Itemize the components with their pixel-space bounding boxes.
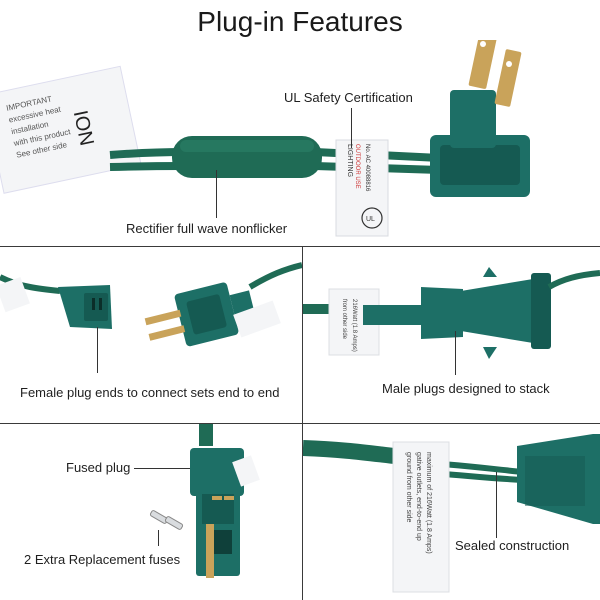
leader-fuses bbox=[158, 530, 159, 546]
label-sealed-construction: Sealed construction bbox=[455, 538, 570, 553]
sealed-plug-photo: ground from other side gative outlets, e… bbox=[303, 434, 600, 593]
leader-female bbox=[97, 327, 98, 373]
spare-fuses bbox=[149, 510, 184, 530]
svg-text:gative outlets, end-to-end up: gative outlets, end-to-end up bbox=[415, 452, 422, 541]
caution-tag: ION IMPORTANT excessive heat installatio… bbox=[0, 65, 142, 194]
label-replacement-fuses: 2 Extra Replacement fuses bbox=[24, 552, 181, 567]
ul-tag: LIGHTING OUTDOOR USE No. AC 40088816 UL bbox=[335, 139, 389, 237]
divider-middle bbox=[0, 423, 600, 424]
panel-top: ION IMPORTANT excessive heat installatio… bbox=[0, 40, 600, 246]
panel-fused-plug: Fused plug 2 Extra Replacement fuses bbox=[0, 424, 302, 600]
divider-vertical bbox=[302, 247, 303, 600]
divider-top bbox=[0, 246, 600, 247]
svg-text:ground from other side: ground from other side bbox=[405, 452, 412, 523]
male-plug-mid bbox=[144, 282, 256, 347]
leader-male bbox=[455, 331, 456, 375]
label-rectifier: Rectifier full wave nonflicker bbox=[126, 221, 288, 236]
svg-text:maximum of 216Watt (1.8 Amps): maximum of 216Watt (1.8 Amps) bbox=[425, 452, 432, 554]
svg-text:216Watt (1.8 Amps): 216Watt (1.8 Amps) bbox=[351, 299, 357, 352]
label-ul-certification: UL Safety Certification bbox=[284, 90, 413, 105]
fused-plug-photo bbox=[149, 424, 260, 578]
panel-male-stack: from other side 216Watt (1.8 Amps) Male … bbox=[303, 247, 600, 423]
page-title: Plug-in Features bbox=[197, 6, 403, 37]
leader-sealed bbox=[496, 472, 497, 538]
leader-rectifier bbox=[216, 170, 217, 218]
rectifier-cord-photo: ION IMPORTANT excessive heat installatio… bbox=[0, 40, 530, 237]
label-female-plug: Female plug ends to connect sets end to … bbox=[20, 385, 280, 400]
panel-female-plug: Female plug ends to connect sets end to … bbox=[0, 247, 302, 423]
leader-ul bbox=[351, 108, 352, 148]
svg-text:OUTDOOR USE: OUTDOOR USE bbox=[354, 144, 360, 189]
svg-text:from other side: from other side bbox=[341, 299, 347, 340]
female-plug bbox=[58, 285, 112, 329]
stacking-plug-photo: from other side 216Watt (1.8 Amps) bbox=[303, 267, 600, 359]
leader-fused bbox=[134, 468, 190, 469]
svg-text:LIGHTING: LIGHTING bbox=[346, 144, 353, 177]
svg-text:No. AC 40088816: No. AC 40088816 bbox=[364, 144, 370, 192]
female-plug-photo bbox=[0, 262, 302, 347]
label-fused-plug: Fused plug bbox=[66, 460, 131, 475]
male-plug-top bbox=[430, 40, 530, 197]
label-male-plugs: Male plugs designed to stack bbox=[382, 381, 550, 396]
svg-text:UL: UL bbox=[366, 216, 375, 223]
panel-sealed: ground from other side gative outlets, e… bbox=[303, 424, 600, 600]
